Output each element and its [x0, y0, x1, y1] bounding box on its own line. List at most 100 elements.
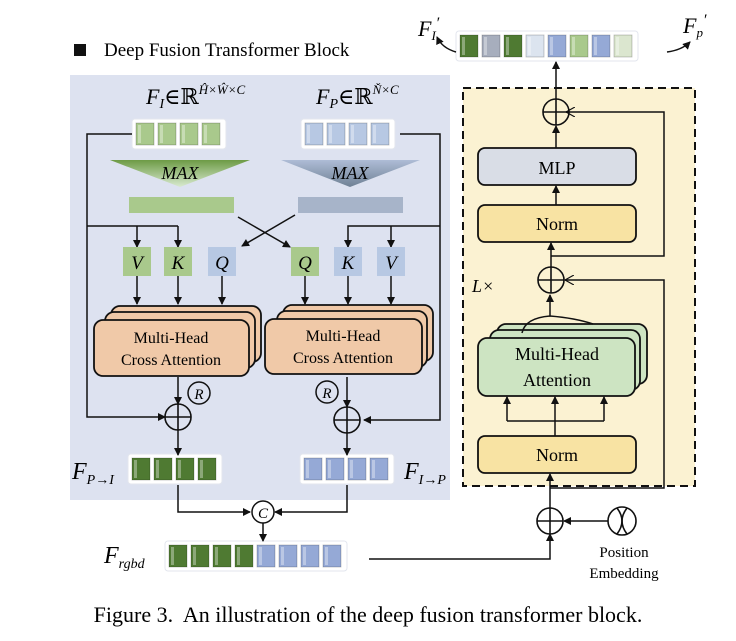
- norm-bottom-box: [477, 435, 637, 474]
- concat-icon: C: [251, 500, 275, 524]
- token-cell: [300, 544, 320, 568]
- svg-text:R: R: [321, 386, 331, 402]
- token-cell: [459, 34, 479, 58]
- svg-text:Attention: Attention: [523, 370, 591, 390]
- token-highlight: [134, 460, 137, 478]
- token-cell: [303, 457, 323, 481]
- token-highlight: [306, 460, 309, 478]
- token-cell: [591, 34, 611, 58]
- token-highlight: [372, 460, 375, 478]
- position-embedding-label-2: Embedding: [589, 566, 659, 582]
- mlp-label: MLP: [538, 158, 575, 178]
- image-feature-label: FI∈ℝĤ×Ŵ×C: [145, 82, 245, 112]
- value-right-box: V: [377, 247, 405, 276]
- value-left-box: V: [123, 247, 151, 276]
- token-highlight: [351, 125, 354, 143]
- token-highlight: [325, 547, 328, 565]
- norm-top-box: [477, 204, 637, 243]
- token-highlight: [462, 37, 465, 55]
- token-cell: [175, 457, 195, 481]
- token-highlight: [237, 547, 240, 565]
- token-cell: [369, 457, 389, 481]
- token-cell: [325, 457, 345, 481]
- svg-text:Cross Attention: Cross Attention: [121, 352, 221, 369]
- norm-top-label: Norm: [536, 214, 578, 234]
- token-highlight: [182, 125, 185, 143]
- token-highlight: [138, 125, 141, 143]
- token-cell: [525, 34, 545, 58]
- block-title: Deep Fusion Transformer Block: [104, 40, 350, 61]
- token-highlight: [550, 37, 553, 55]
- output-right-arrow: [666, 41, 691, 53]
- token-cell: [201, 122, 221, 146]
- token-cell: [153, 457, 173, 481]
- token-cell: [234, 544, 254, 568]
- token-highlight: [328, 460, 331, 478]
- fused-p-to-i-tokens: [127, 453, 223, 485]
- residual-bottom: [550, 280, 665, 489]
- fused-p-to-i-label: FP→I: [71, 459, 115, 488]
- fused-i-to-p-tokens: [299, 453, 395, 485]
- point-branch-line: [344, 225, 440, 248]
- multi-head-attention-stack: Multi-Head Attention: [477, 323, 648, 397]
- token-cell: [157, 122, 177, 146]
- token-highlight: [259, 547, 262, 565]
- add-mid-icon: [537, 266, 565, 294]
- norm-to-attention-arrows: [503, 396, 608, 436]
- rgbd-feature-label: Frgbd: [103, 543, 146, 572]
- token-cell: [547, 34, 567, 58]
- add-right-icon: [333, 406, 361, 434]
- add-left-icon: [164, 403, 192, 431]
- right-to-concat: [274, 485, 348, 516]
- point-feature-label: FP∈ℝŇ×C: [315, 82, 399, 112]
- output-point-label: Fp′: [682, 12, 707, 40]
- rgbd-to-add: [369, 533, 554, 560]
- token-cell: [348, 122, 368, 146]
- svg-text:Q: Q: [298, 253, 312, 274]
- pooled-point-bar: [298, 197, 403, 213]
- position-embedding-label-1: Position: [599, 545, 649, 561]
- svg-text:Q: Q: [215, 253, 229, 274]
- token-highlight: [616, 37, 619, 55]
- output-tokens: [455, 30, 639, 62]
- title-bullet-icon: [74, 44, 86, 56]
- svg-text:K: K: [171, 253, 186, 274]
- key-right-box: K: [334, 247, 362, 276]
- token-highlight: [594, 37, 597, 55]
- left-to-concat: [177, 485, 251, 516]
- qkv-to-attention-arrows: [133, 276, 395, 305]
- token-highlight: [350, 460, 353, 478]
- cross-arrow-to-left-q: [241, 214, 296, 247]
- point-feature-tokens: [300, 118, 396, 150]
- add-embedding-icon: [536, 507, 564, 535]
- cross-arrow-to-right-q: [237, 216, 291, 248]
- token-highlight: [156, 460, 159, 478]
- token-cell: [179, 122, 199, 146]
- token-highlight: [178, 460, 181, 478]
- token-highlight: [307, 125, 310, 143]
- token-cell: [304, 122, 324, 146]
- token-highlight: [204, 125, 207, 143]
- image-skip-line: [86, 133, 166, 421]
- max-pool-right-label: MAX: [331, 163, 370, 183]
- mlp-box: [477, 147, 637, 186]
- token-cell: [197, 457, 217, 481]
- token-cell: [569, 34, 589, 58]
- token-highlight: [193, 547, 196, 565]
- residual-top: [551, 112, 665, 257]
- query-right-box: Q: [291, 247, 319, 276]
- norm-bottom-label: Norm: [536, 445, 578, 465]
- token-cell: [131, 457, 151, 481]
- attention-merge-lines: [521, 295, 594, 334]
- svg-text:Multi-Head: Multi-Head: [134, 330, 209, 347]
- token-highlight: [572, 37, 575, 55]
- pooled-image-bar: [129, 197, 234, 213]
- svg-text:Multi-Head: Multi-Head: [306, 328, 381, 345]
- token-highlight: [281, 547, 284, 565]
- token-highlight: [215, 547, 218, 565]
- figure-caption: Figure 3. An illustration of the deep fu…: [94, 602, 643, 627]
- token-cell: [347, 457, 367, 481]
- svg-text:V: V: [131, 253, 145, 274]
- cross-attention-right: Multi-Head Cross Attention: [264, 304, 434, 375]
- max-pool-left-label: MAX: [161, 163, 200, 183]
